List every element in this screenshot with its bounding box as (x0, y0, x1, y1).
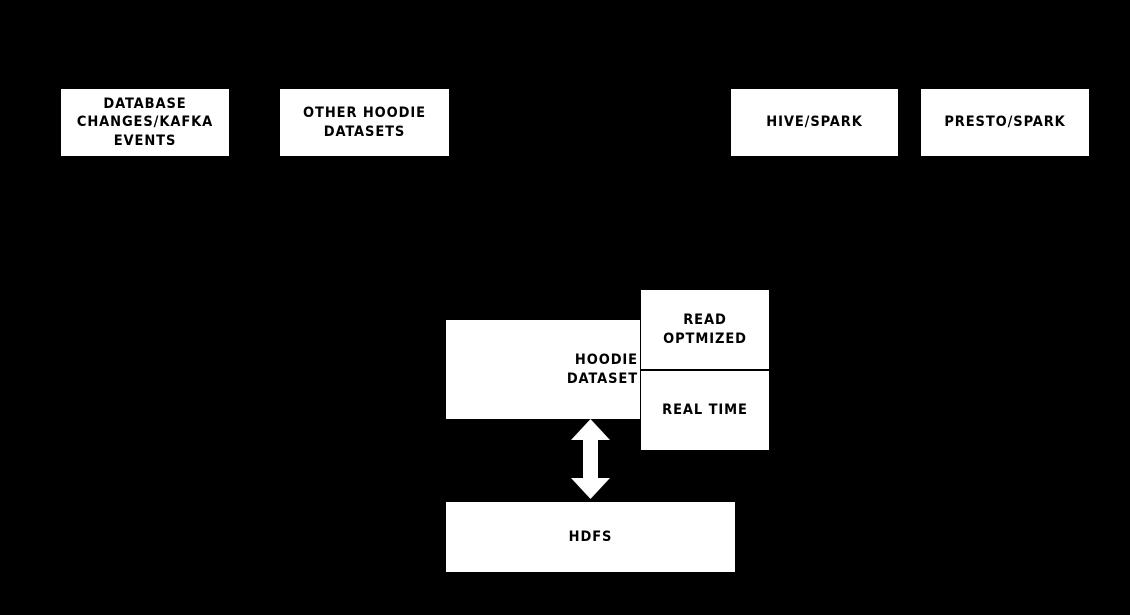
node-label: Database Changes/Kafka Events (76, 95, 214, 149)
node-hive-spark[interactable]: Hive/Spark (731, 89, 898, 156)
node-database-changes-kafka-events[interactable]: Database Changes/Kafka Events (61, 89, 229, 156)
node-label: HDFS (568, 528, 613, 545)
node-label: Presto/Spark (944, 114, 1066, 131)
node-label: Real Time (662, 402, 748, 419)
node-hoodie-dataset[interactable]: Hoodie Dataset (446, 320, 640, 419)
node-hdfs[interactable]: HDFS (446, 502, 735, 572)
node-label: Other Hoodie Datasets (303, 104, 426, 140)
double-headed-vertical-arrow-icon (571, 419, 610, 499)
node-real-time-view[interactable]: Real Time (641, 371, 769, 450)
node-label: Read Optmized (663, 311, 747, 347)
node-other-hoodie-datasets[interactable]: Other Hoodie Datasets (280, 89, 449, 156)
node-label: Hoodie Dataset (566, 351, 638, 387)
node-presto-spark[interactable]: Presto/Spark (921, 89, 1089, 156)
node-read-optimized-view[interactable]: Read Optmized (641, 290, 769, 369)
node-label: Hive/Spark (766, 114, 863, 131)
